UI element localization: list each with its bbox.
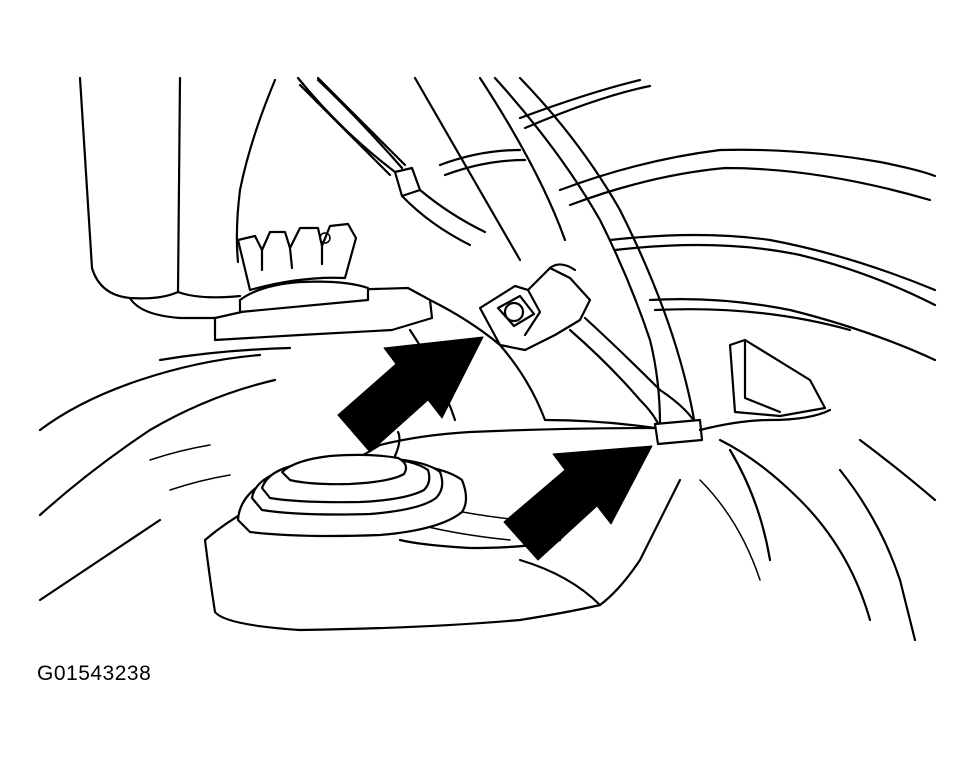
- main-tube: [413, 76, 700, 430]
- upper-strut-mount: [213, 222, 434, 342]
- right-hose: [493, 76, 704, 446]
- hose-clamp-bracket: [478, 263, 592, 352]
- lower-strut-seat: [236, 430, 468, 538]
- lower-strut-tower: [149, 426, 761, 632]
- figure-id-label: G01543238: [37, 662, 152, 685]
- wheel-well-contours: [38, 298, 937, 642]
- callout-arrow-upper: [337, 336, 484, 453]
- upper-strut-cylinder: [78, 76, 242, 320]
- vacuum-hose: [296, 76, 487, 247]
- callout-arrow-lower: [503, 445, 653, 561]
- body-panel-lines: [235, 78, 937, 362]
